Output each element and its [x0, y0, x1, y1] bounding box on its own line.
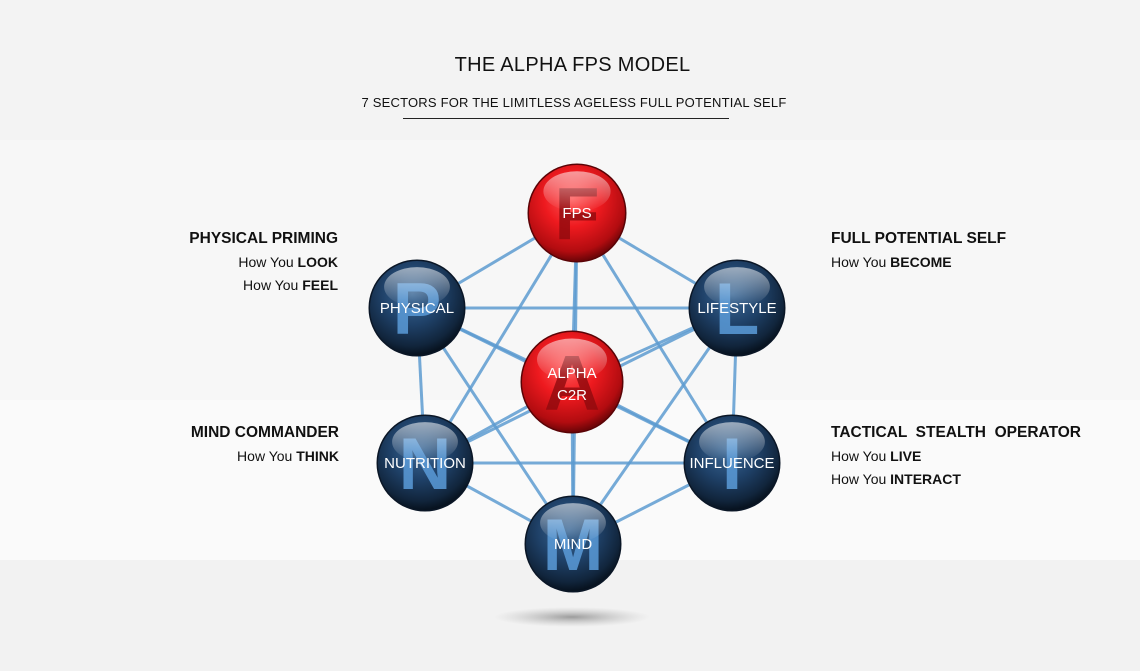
callout-heading: FULL POTENTIAL SELF [831, 230, 1007, 247]
page-subtitle: 7 SECTORS FOR THE LIMITLESS AGELESS FULL… [361, 95, 787, 110]
node-label: LIFESTYLE [697, 300, 776, 317]
callout-line: How You LIVE [831, 448, 922, 464]
page-title: THE ALPHA FPS MODEL [454, 54, 691, 76]
callout-line: How You BECOME [831, 254, 952, 270]
node-label: PHYSICAL [380, 300, 454, 317]
node-gloss [543, 171, 611, 212]
callout-mind-commander: MIND COMMANDER How You THINK [191, 421, 339, 468]
title-underline-divider [403, 118, 729, 119]
callout-line: How You FEEL [243, 277, 338, 293]
callout-physical-priming: PHYSICAL PRIMING How You LOOK How You FE… [189, 227, 338, 297]
node-label: FPS [562, 205, 591, 222]
node-gloss [699, 422, 765, 462]
node-label: INFLUENCE [689, 455, 774, 472]
node-gloss [704, 267, 770, 307]
node-gloss [392, 422, 458, 462]
base-shadow [494, 607, 650, 627]
node-label: ALPHA [547, 365, 596, 382]
background-band [0, 0, 1140, 140]
callout-heading: TACTICAL STEALTH OPERATOR [831, 424, 1082, 441]
callout-line: How You LOOK [238, 254, 338, 270]
node-gloss [537, 338, 607, 381]
callout-full-potential-self: FULL POTENTIAL SELF How You BECOME [831, 227, 1006, 274]
node-label: NUTRITION [384, 455, 466, 472]
callout-line: How You INTERACT [831, 471, 961, 487]
callout-heading: MIND COMMANDER [190, 424, 339, 441]
callout-tactical-stealth-operator: TACTICAL STEALTH OPERATOR How You LIVE H… [831, 421, 1081, 491]
node-label: MIND [554, 536, 592, 553]
callout-heading: PHYSICAL PRIMING [189, 230, 338, 247]
node-label: C2R [557, 387, 587, 404]
node-gloss [384, 267, 450, 307]
callout-line: How You THINK [237, 448, 339, 464]
node-gloss [540, 503, 606, 543]
